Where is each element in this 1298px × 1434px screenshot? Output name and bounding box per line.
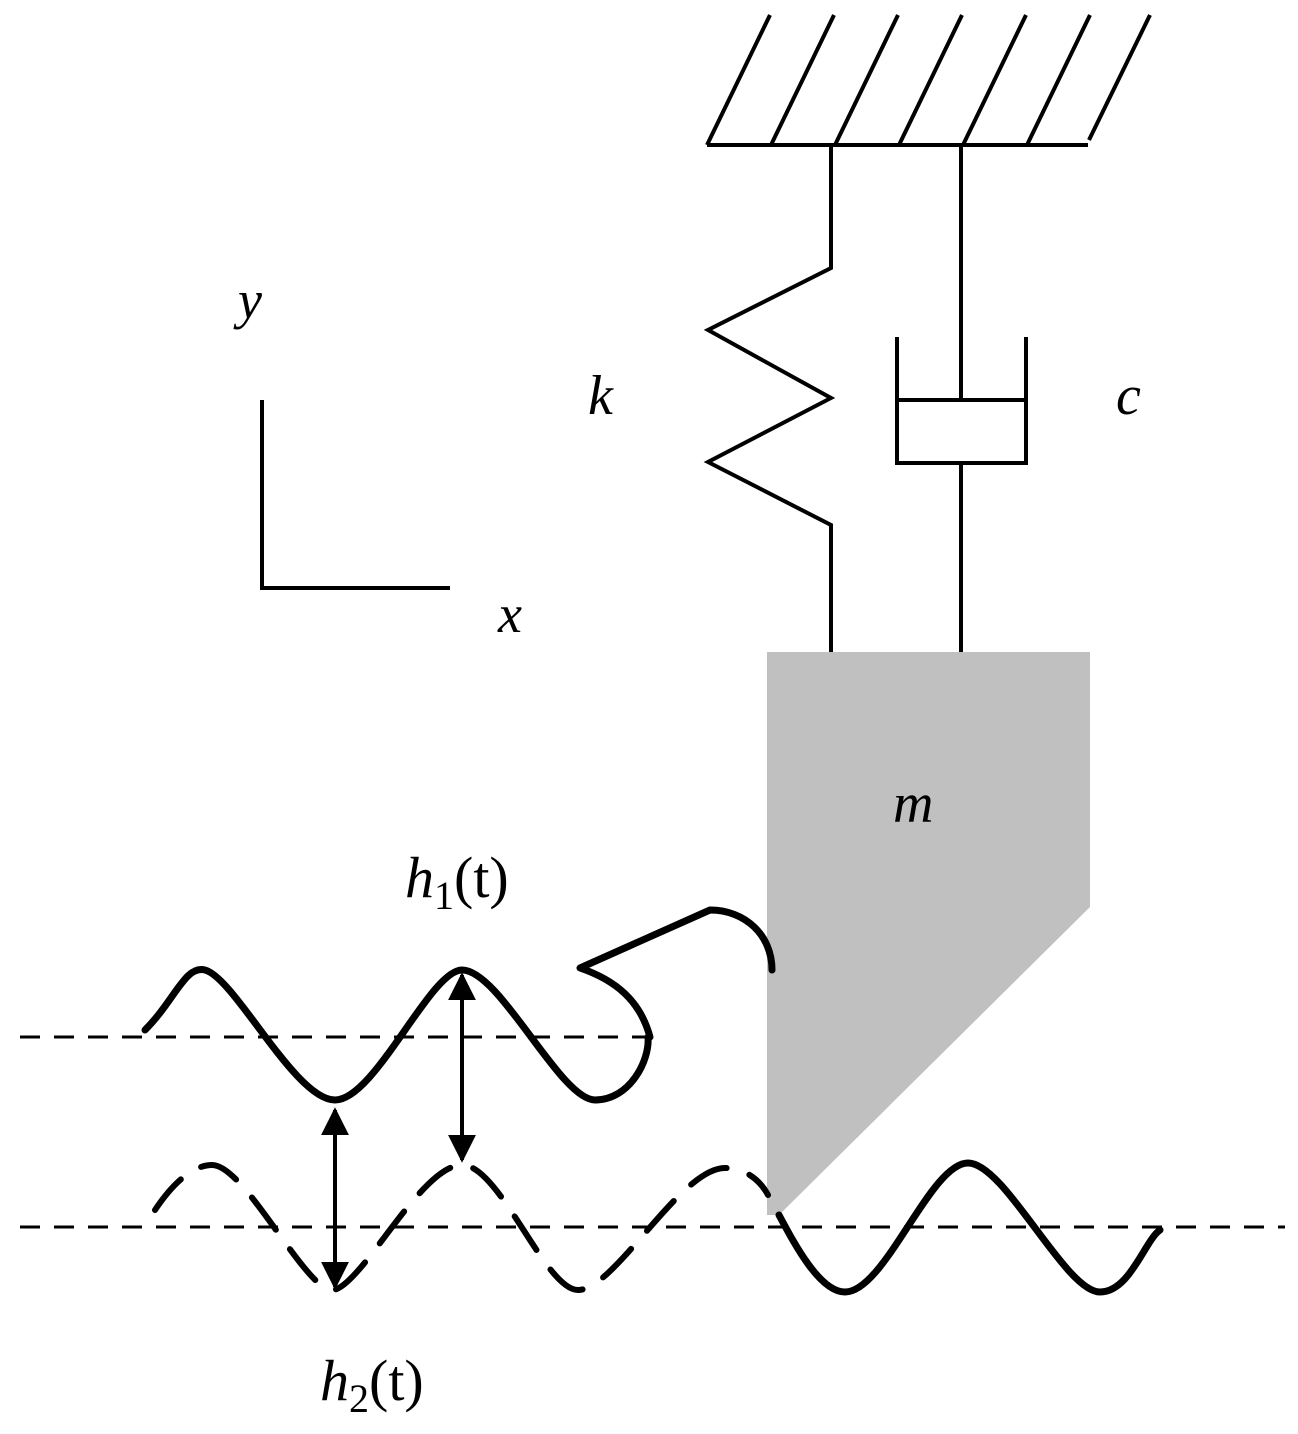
- h2-label: h2(t): [320, 1348, 424, 1421]
- support-hatching: [705, 14, 1152, 146]
- surface-wave-lower-solid: [775, 1159, 1164, 1296]
- h1-subscript: 1: [434, 873, 454, 918]
- damper: [895, 145, 1028, 655]
- mass-label: m: [893, 773, 933, 835]
- h2-subscript: 2: [349, 1376, 369, 1421]
- damper-label: c: [1116, 365, 1141, 427]
- fixed-support: [705, 14, 1152, 147]
- x-axis-label: x: [497, 584, 522, 644]
- h2-argument: (t): [369, 1348, 424, 1413]
- mass-tool: [767, 652, 1090, 1215]
- spring: [703, 145, 836, 655]
- h2-symbol: h: [320, 1348, 349, 1413]
- coordinate-axes: [260, 400, 450, 590]
- chip: [576, 906, 776, 1041]
- surface-wave-upper: [141, 966, 652, 1104]
- h1-label: h1(t): [405, 845, 509, 918]
- h1-symbol: h: [405, 845, 434, 910]
- spring-label: k: [588, 365, 614, 427]
- h1-argument: (t): [454, 845, 509, 910]
- y-axis-label: y: [233, 270, 262, 330]
- surface-wave-lower-dashed: [152, 1161, 771, 1294]
